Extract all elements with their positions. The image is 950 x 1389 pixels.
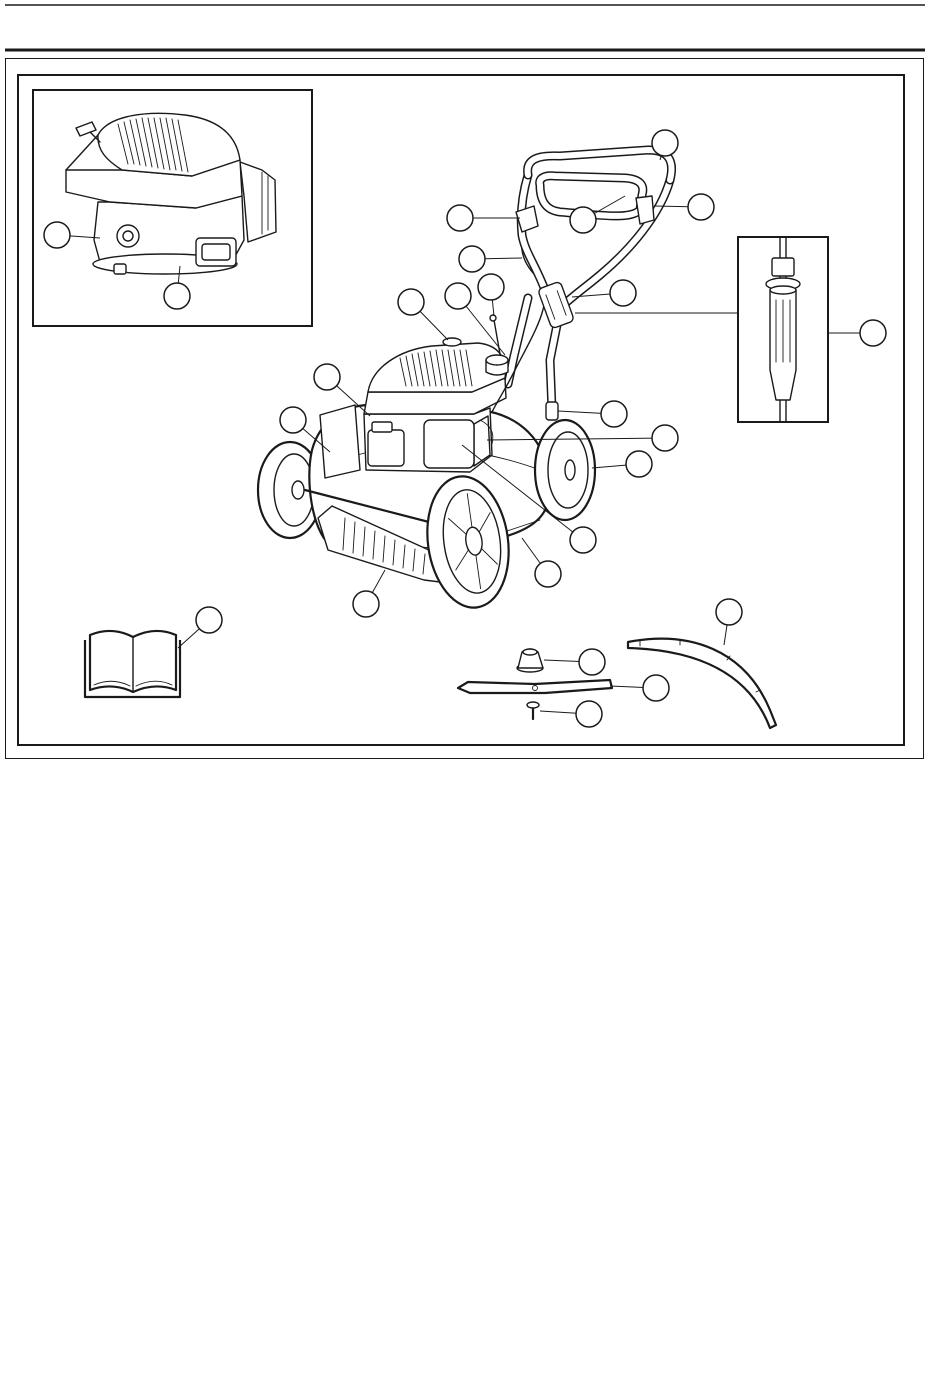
callout-badge bbox=[398, 289, 424, 315]
engine-inset-drain-bolt bbox=[114, 264, 126, 274]
air-filter-cover bbox=[424, 420, 474, 468]
engine-recoil-housing bbox=[368, 430, 404, 466]
callout-badge bbox=[445, 283, 471, 309]
engine-inset-spark-plug bbox=[123, 231, 133, 241]
callout-badge bbox=[164, 283, 190, 309]
drive-lever bbox=[636, 196, 654, 224]
callout-badge bbox=[314, 364, 340, 390]
engine-illustration bbox=[66, 113, 276, 274]
engine-inset-fuel-tank bbox=[240, 162, 276, 242]
blade-bolt-icon bbox=[527, 702, 539, 719]
callout-badge bbox=[570, 207, 596, 233]
starter-handle bbox=[443, 338, 461, 346]
side-discharge-flap bbox=[320, 405, 360, 478]
callout-badge bbox=[652, 130, 678, 156]
rear-right-wheel bbox=[535, 420, 595, 520]
callout-badge bbox=[353, 591, 379, 617]
mower-blade-icon bbox=[458, 680, 612, 693]
handle-sleeve-detail bbox=[766, 238, 800, 421]
callout-badge bbox=[459, 246, 485, 272]
callout-badge bbox=[860, 320, 886, 346]
callout-badge bbox=[643, 675, 669, 701]
oil-dipstick-handle bbox=[490, 315, 496, 321]
callout-badge bbox=[478, 274, 504, 300]
callout-badge bbox=[570, 527, 596, 553]
engine-inset-starter-knob bbox=[76, 122, 96, 136]
callout-badge bbox=[535, 561, 561, 587]
operator-manual-book-icon bbox=[85, 631, 180, 697]
callout-badge bbox=[688, 194, 714, 220]
callout-badge bbox=[610, 280, 636, 306]
callout-badge bbox=[716, 599, 742, 625]
blade-nut-icon bbox=[517, 649, 543, 672]
callout-badge bbox=[626, 451, 652, 477]
callout-badge bbox=[579, 649, 605, 675]
handle-clamp bbox=[538, 281, 575, 329]
callout-badge bbox=[44, 222, 70, 248]
height-adjust-lever bbox=[546, 402, 558, 420]
callout-badge bbox=[280, 407, 306, 433]
callout-badge bbox=[447, 205, 473, 231]
callout-badge bbox=[652, 425, 678, 451]
sleeve-nut bbox=[772, 258, 794, 276]
engine-spark-plug-cap bbox=[372, 422, 392, 432]
engine-inset-muffler-guard bbox=[202, 244, 230, 260]
callout-badge bbox=[576, 701, 602, 727]
callout-badge bbox=[196, 607, 222, 633]
callout-badge bbox=[601, 401, 627, 427]
fuel-cap bbox=[486, 355, 508, 365]
engine-cover-top bbox=[368, 343, 506, 392]
engine-inset-cover-edge bbox=[66, 135, 98, 170]
